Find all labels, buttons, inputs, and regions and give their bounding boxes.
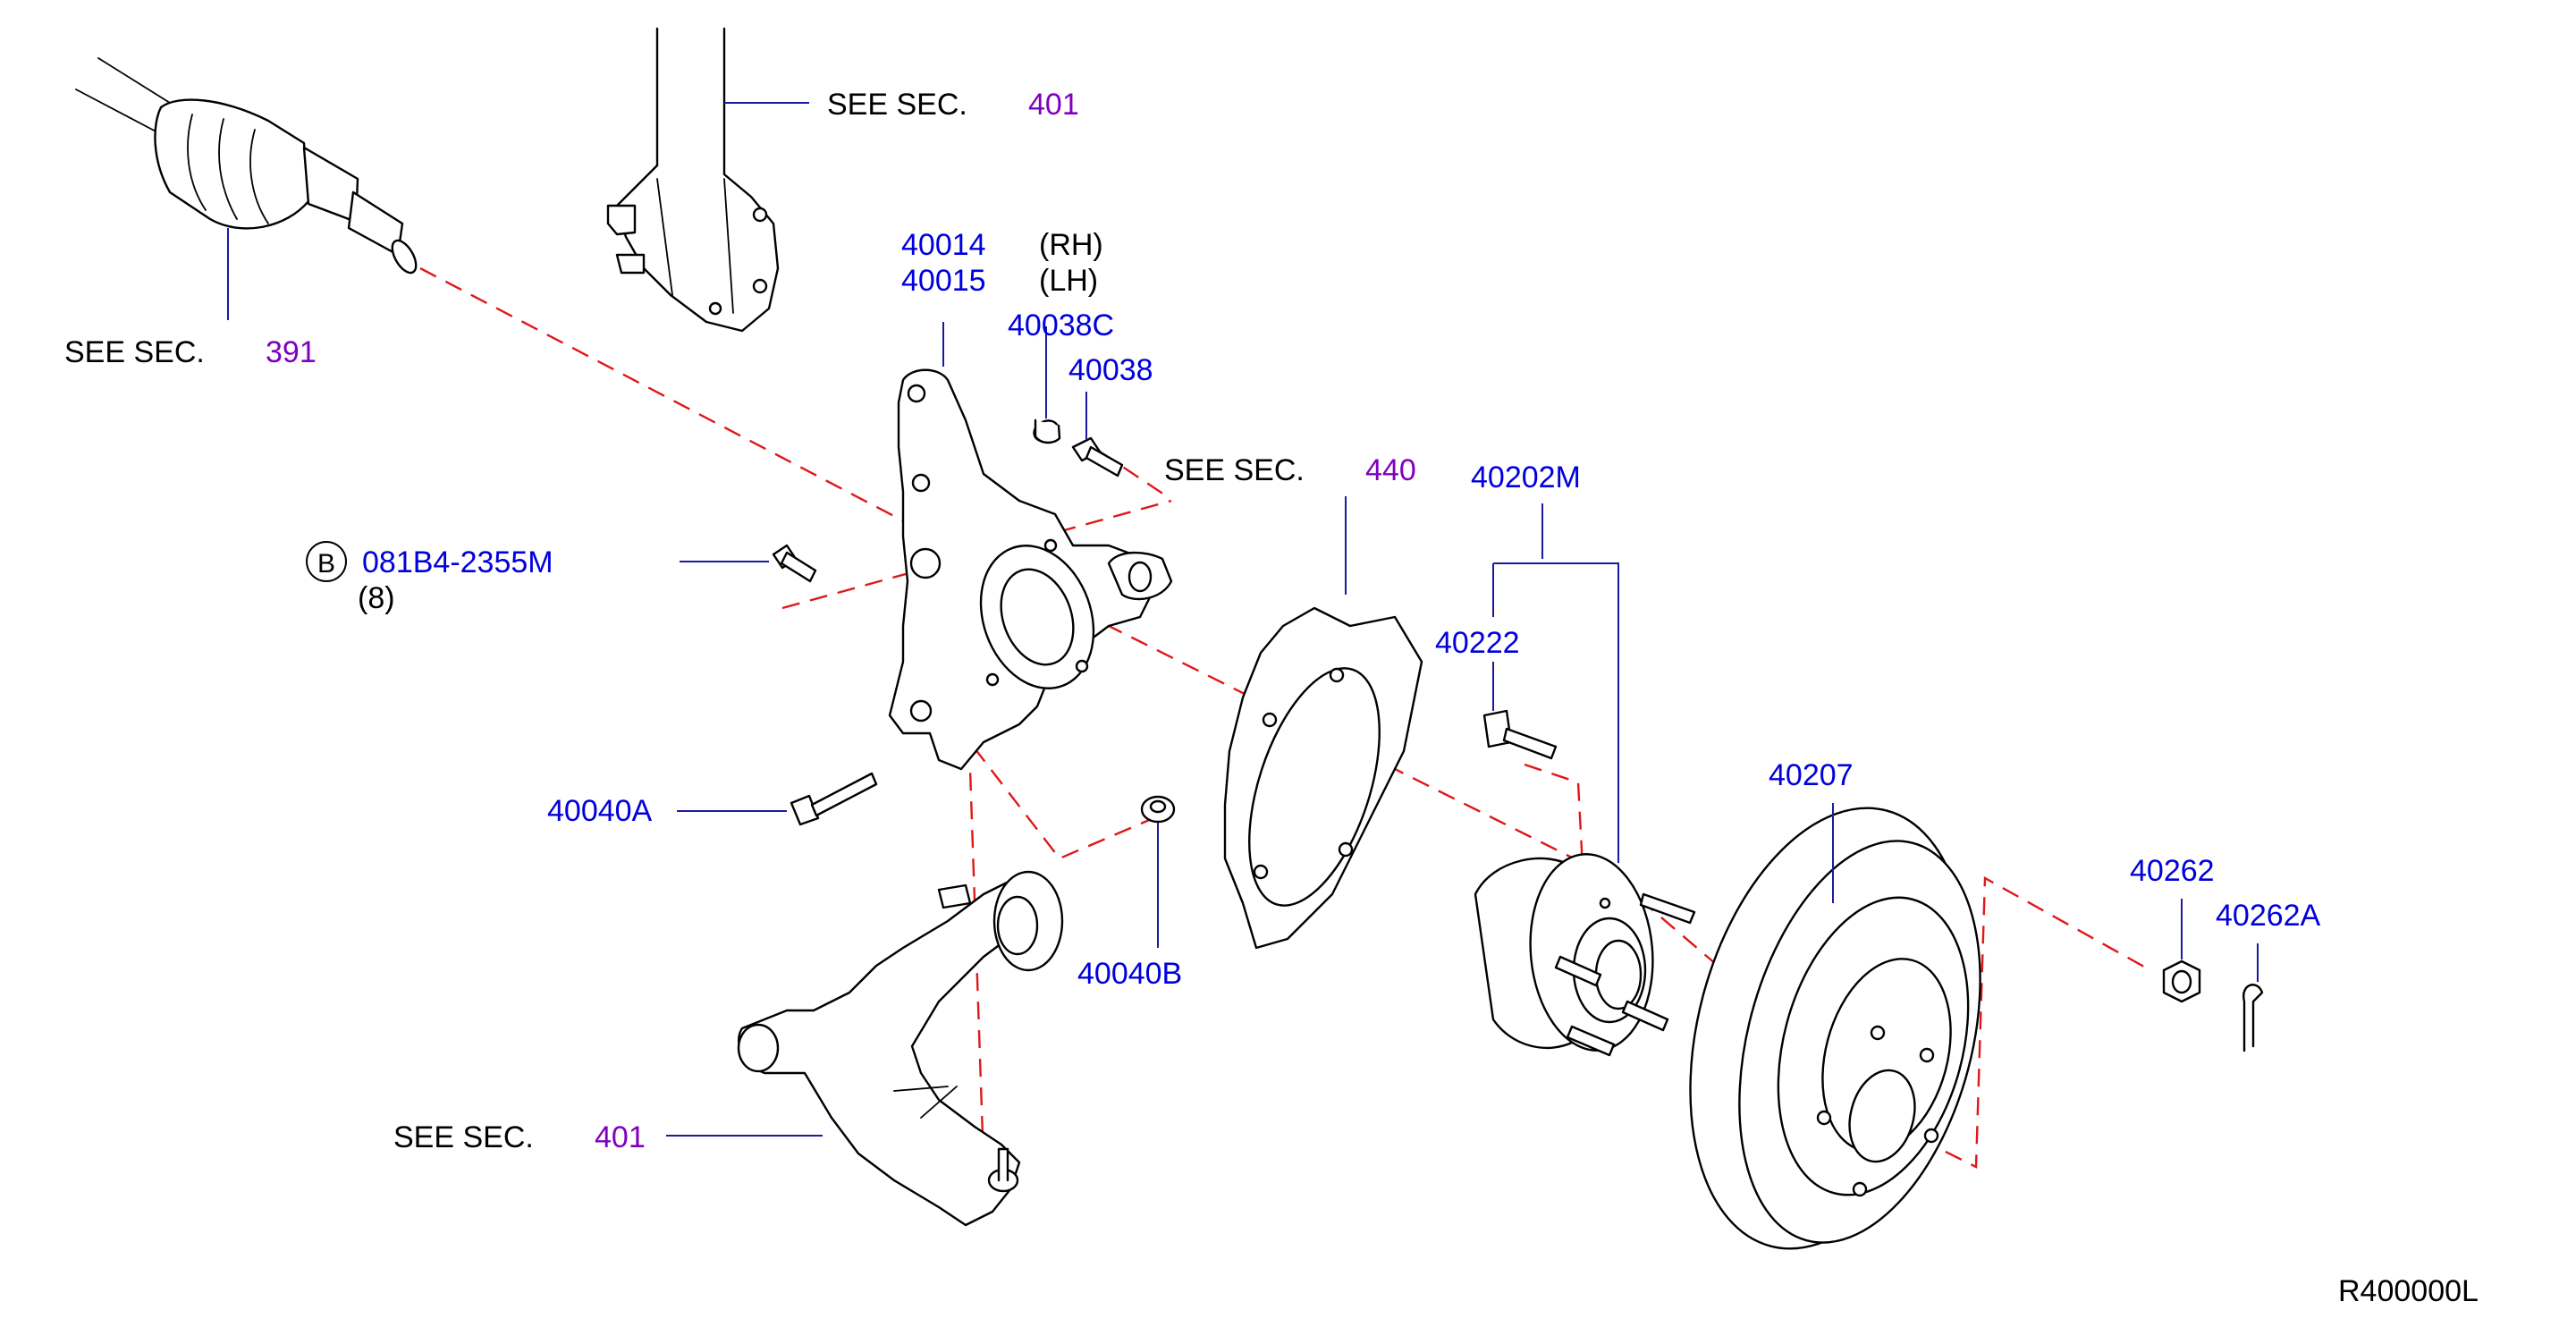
washer-part bbox=[1033, 418, 1061, 444]
part-number-bolt[interactable]: 40040A bbox=[547, 794, 653, 828]
steering-knuckle bbox=[888, 368, 1173, 771]
part-number-rotor[interactable]: 40207 bbox=[1769, 758, 1854, 792]
nut-40040b-part bbox=[1140, 795, 1176, 824]
bolt-b-marker-circle bbox=[306, 541, 347, 582]
part-number-washer[interactable]: 40038C bbox=[1008, 309, 1114, 342]
brake-rotor bbox=[1689, 807, 1981, 1250]
see-sec-label-lower-arm: SEE SEC. bbox=[393, 1120, 534, 1154]
part-number-bolt-b[interactable]: 081B4-2355M bbox=[362, 545, 553, 579]
backing-plate bbox=[1223, 606, 1423, 950]
leader-lines bbox=[227, 102, 2259, 1137]
part-number-knuckle-rh[interactable]: 40014 bbox=[901, 228, 986, 262]
knuckle-bolt-part bbox=[772, 544, 817, 583]
labels: SEE SEC. 401 SEE SEC. 391 40014 (RH) 400… bbox=[64, 88, 2479, 1308]
hub-bolt-part bbox=[1482, 709, 1558, 760]
drive-shaft bbox=[75, 57, 418, 275]
part-number-hub-assy[interactable]: 40202M bbox=[1471, 461, 1581, 494]
strut-assembly bbox=[606, 27, 780, 333]
part-number-hub-bolt[interactable]: 40222 bbox=[1435, 626, 1520, 660]
section-ref-brake[interactable]: 440 bbox=[1365, 453, 1416, 487]
see-sec-label-strut: SEE SEC. bbox=[827, 88, 967, 122]
hub-assembly bbox=[1474, 853, 1696, 1057]
bolt-40040a-part bbox=[790, 772, 878, 826]
see-sec-label-brake: SEE SEC. bbox=[1164, 453, 1305, 487]
stud-part bbox=[1071, 436, 1124, 478]
knuckle-lh-side-label: (LH) bbox=[1039, 264, 1098, 298]
bolt-b-quantity: (8) bbox=[358, 581, 395, 615]
part-number-stud[interactable]: 40038 bbox=[1068, 353, 1153, 387]
cotter-pin-part bbox=[2242, 984, 2264, 1052]
axle-nut-part bbox=[2162, 959, 2201, 1003]
part-number-nut[interactable]: 40040B bbox=[1077, 957, 1182, 991]
part-number-axle-nut[interactable]: 40262 bbox=[2130, 854, 2215, 888]
lower-arm bbox=[737, 870, 1064, 1227]
see-sec-label-driveshaft: SEE SEC. bbox=[64, 335, 205, 369]
knuckle-rh-side-label: (RH) bbox=[1039, 228, 1103, 262]
diagram-code: R400000L bbox=[2338, 1274, 2479, 1308]
part-number-knuckle-lh[interactable]: 40015 bbox=[901, 264, 986, 298]
section-ref-lower-arm[interactable]: 401 bbox=[595, 1120, 646, 1154]
section-ref-driveshaft[interactable]: 391 bbox=[266, 335, 317, 369]
bolt-b-marker: B bbox=[317, 549, 335, 579]
part-number-cotter-pin[interactable]: 40262A bbox=[2216, 899, 2321, 933]
section-ref-strut[interactable]: 401 bbox=[1028, 88, 1079, 122]
